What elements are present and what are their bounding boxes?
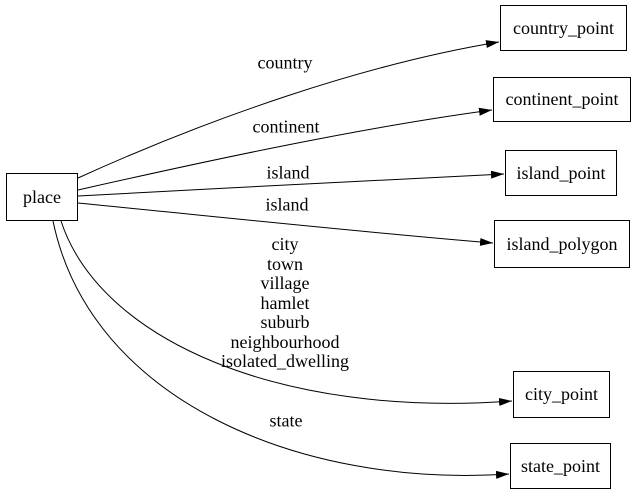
node-place-label: place — [23, 186, 61, 207]
edge-label-town: town — [266, 253, 303, 274]
node-island-polygon: island_polygon — [494, 220, 630, 268]
node-continent-point-label: continent_point — [505, 89, 619, 109]
edge-label-state: state — [269, 410, 303, 431]
node-country-point: country_point — [500, 5, 627, 51]
edge-place-island-point — [77, 170, 505, 197]
node-island-polygon-label: island_polygon — [506, 233, 618, 254]
edge-label-suburb: suburb — [260, 311, 310, 332]
edge-label-isolated-dwelling: isolated_dwelling — [221, 350, 349, 371]
edge-label-island-1: island — [266, 162, 310, 183]
edge-place-country-point — [77, 40, 500, 179]
edge-label-city-group: city town village hamlet suburb neighbou… — [221, 233, 349, 372]
node-state-point-label: state_point — [521, 455, 600, 476]
edge-place-city-point — [60, 220, 513, 406]
edge-label-neighbourhood: neighbourhood — [230, 331, 340, 352]
edge-label-country: country — [257, 52, 313, 73]
edge-place-state-point — [52, 220, 510, 479]
node-state-point: state_point — [510, 443, 611, 489]
edge-label-village: village — [260, 272, 310, 293]
node-place: place — [6, 173, 78, 221]
edge-place-island-polygon — [77, 202, 494, 246]
node-island-point-label: island_point — [516, 162, 606, 183]
edge-label-city: city — [271, 233, 299, 254]
node-city-point-label: city_point — [525, 384, 598, 404]
edge-label-island-2: island — [265, 194, 309, 215]
edge-place-continent-point — [77, 107, 493, 191]
node-island-point: island_point — [505, 150, 617, 196]
node-city-point: city_point — [513, 371, 610, 418]
node-continent-point: continent_point — [493, 77, 631, 122]
node-country-point-label: country_point — [513, 17, 614, 38]
edge-label-hamlet: hamlet — [260, 292, 310, 313]
edge-label-continent: continent — [252, 116, 320, 137]
